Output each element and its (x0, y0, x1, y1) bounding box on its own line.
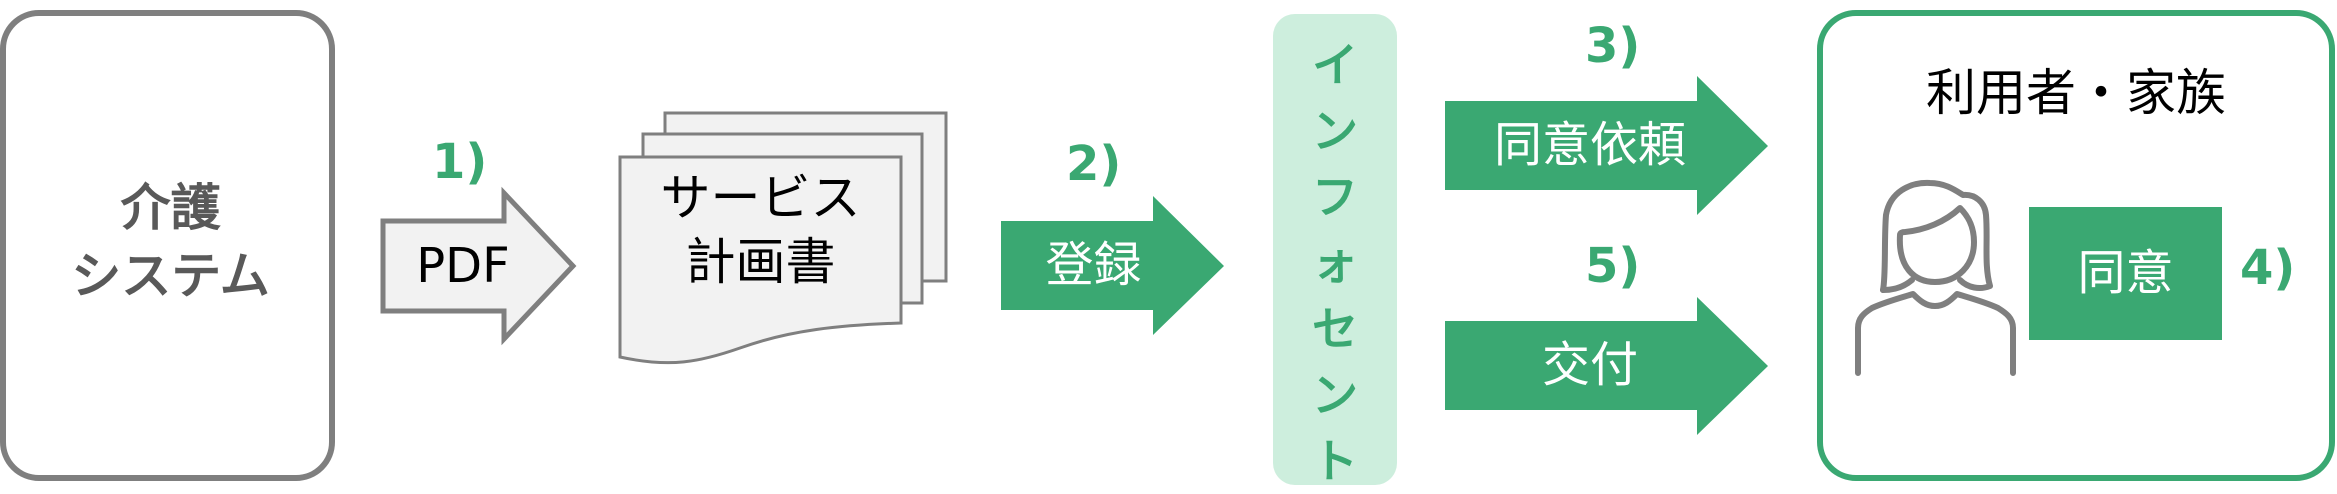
register-arrow-label: 登録 (1045, 237, 1142, 293)
consent-box-label: 同意 (2077, 245, 2174, 301)
service-plan-label: サービス 計画書 (620, 166, 901, 294)
care-system-box (0, 10, 335, 481)
pdf-arrow (380, 186, 577, 346)
care-system-line1: 介護 (120, 179, 221, 237)
person-female-icon (1855, 179, 2016, 376)
infocent-pill (1273, 14, 1397, 485)
infocent-char: セ (1312, 302, 1358, 356)
step-2-number: 2) (1066, 136, 1122, 192)
service-plan-documents (618, 111, 948, 365)
service-plan-line1: サービス (660, 169, 861, 227)
step-4-number: 4) (2240, 240, 2296, 296)
infocent-char: ン (1312, 104, 1358, 158)
step-3-number: 3) (1585, 18, 1641, 74)
delivery-arrow (1445, 297, 1768, 435)
recipient-title: 利用者・家族 (1926, 64, 2226, 122)
infocent-char: ト (1312, 434, 1358, 488)
step-1-number: 1) (432, 134, 488, 190)
step-5-number: 5) (1585, 238, 1641, 294)
infocent-label: イ ン フ ォ セ ン ト (1273, 32, 1397, 494)
register-arrow (1001, 196, 1224, 335)
infocent-char: ン (1312, 368, 1358, 422)
delivery-arrow-label: 交付 (1541, 337, 1638, 393)
infocent-char: ォ (1312, 236, 1358, 290)
care-system-label: 介護 システム (3, 174, 338, 310)
care-system-line2: システム (71, 247, 270, 305)
service-plan-line2: 計画書 (685, 233, 836, 291)
consent-request-arrow-label: 同意依頼 (1493, 117, 1686, 173)
infocent-char: イ (1312, 38, 1358, 92)
pdf-arrow-label: PDF (416, 238, 510, 294)
consent-request-arrow (1445, 76, 1768, 215)
infocent-char: フ (1312, 170, 1358, 224)
consent-box (2029, 207, 2222, 340)
